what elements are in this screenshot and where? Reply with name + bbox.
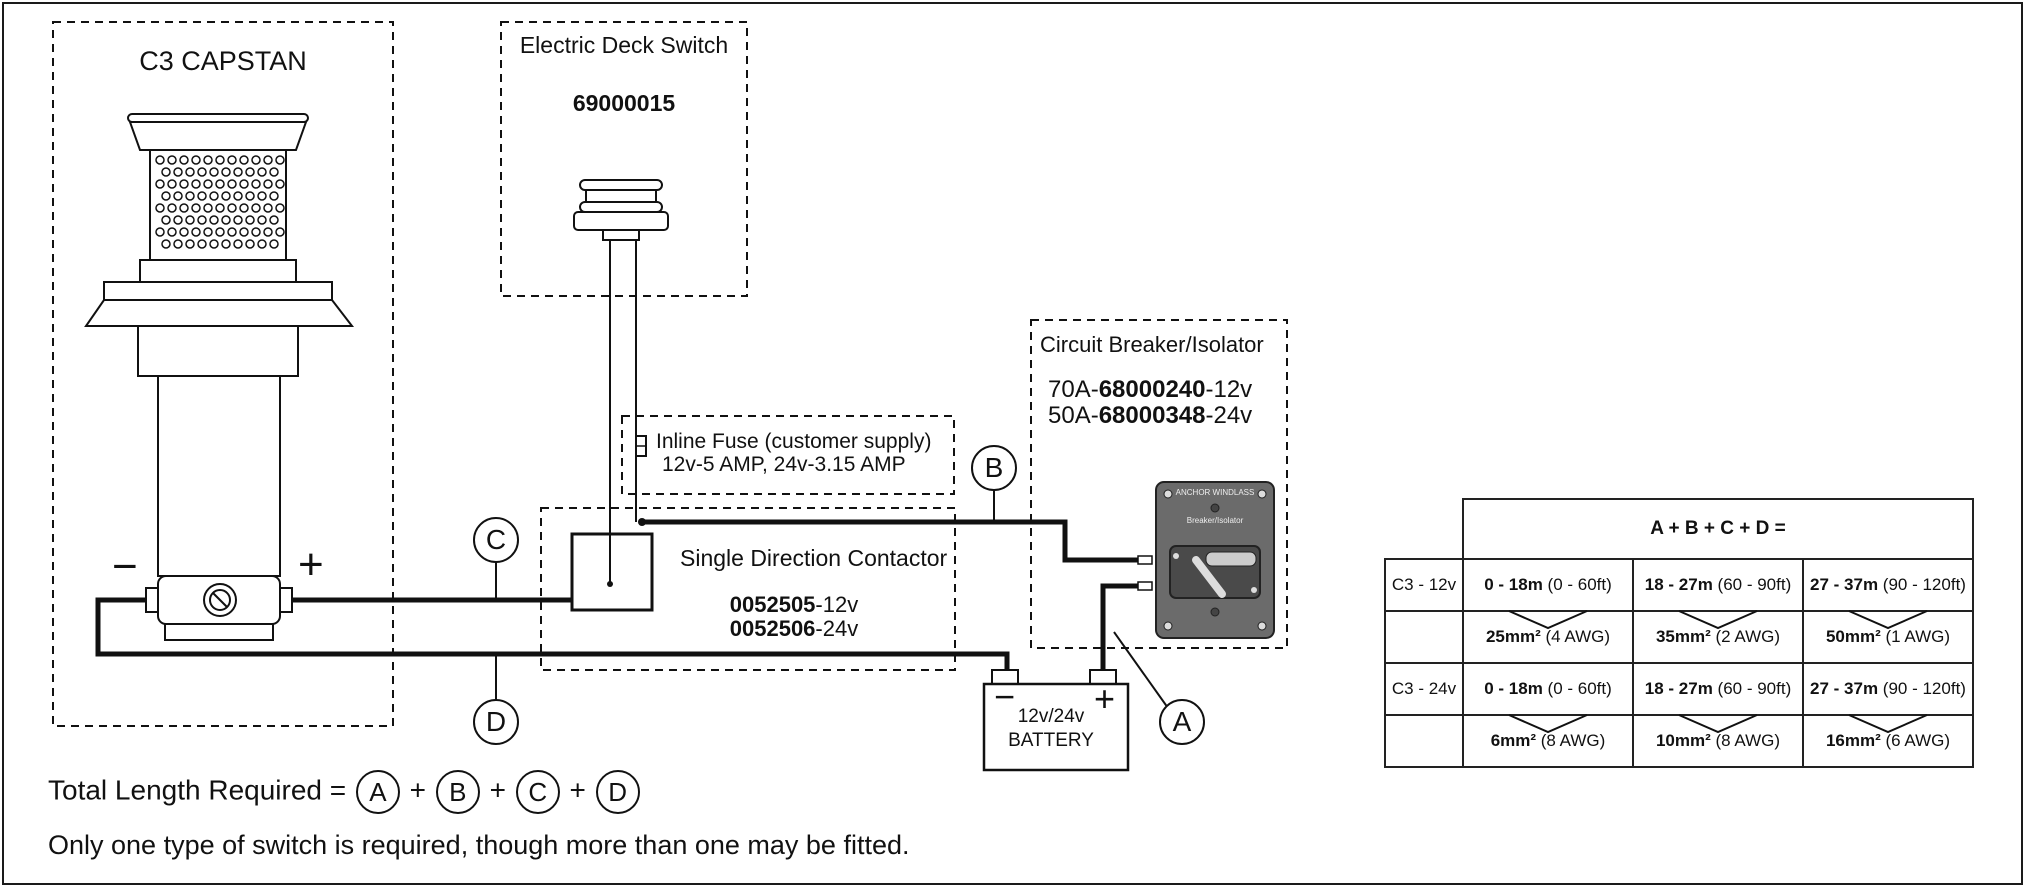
cable-label-d: D xyxy=(485,706,507,737)
contactor-block xyxy=(570,532,654,612)
capstan-title: C3 CAPSTAN xyxy=(139,46,307,76)
cable-label-b-circle xyxy=(971,445,1017,491)
formula-plus-1: + xyxy=(409,774,427,806)
breaker-part-12v: 70A-68000240-12v xyxy=(1048,376,1252,404)
range-cell: 0 - 18m (0 - 60ft) xyxy=(1462,558,1634,612)
total-length-formula: Total Length Required = A + B + C + D xyxy=(48,770,642,814)
deck-switch-part-number: 69000015 xyxy=(572,90,676,116)
breaker-panel-text-1: ANCHOR WINDLASS xyxy=(1175,488,1255,497)
total-length-prefix: Total Length Required = xyxy=(48,774,347,806)
contactor-part-24v: 0052506-24v xyxy=(730,616,858,642)
breaker-12v-prefix: 70A- xyxy=(1048,376,1099,403)
fuse-box xyxy=(621,415,955,495)
breaker-panel-text-2: Breaker/Isolator xyxy=(1186,516,1244,525)
cable-b xyxy=(642,519,1145,563)
cable-label-c-circle xyxy=(473,517,519,563)
capstan-perforation xyxy=(155,155,285,249)
switch-note: Only one type of switch is required, tho… xyxy=(48,830,910,860)
size-cell: 35mm² (2 AWG) xyxy=(1632,610,1804,664)
breaker-box xyxy=(1030,319,1288,649)
size-cell: 10mm² (8 AWG) xyxy=(1632,714,1804,768)
cable-label-d-circle xyxy=(473,699,519,745)
breaker-24v-number: 68000348 xyxy=(1098,402,1206,429)
chevron-down-icon xyxy=(1508,610,1588,630)
contactor-part-12v-number: 0052505 xyxy=(729,592,816,617)
formula-plus-3: + xyxy=(569,774,586,806)
table-row: 25mm² (4 AWG) 35mm² (2 AWG) 50mm² (1 AWG… xyxy=(1384,610,1974,664)
switch-wires xyxy=(609,240,637,584)
cable-label-a: A xyxy=(1172,706,1192,737)
cable-label-a-circle xyxy=(1159,699,1205,745)
breaker-24v-prefix: 50A- xyxy=(1048,402,1099,429)
power-cables xyxy=(95,519,1145,670)
range-cell: 18 - 27m (60 - 90ft) xyxy=(1632,558,1804,612)
capstan-illustration xyxy=(84,113,355,641)
formula-plus-2: + xyxy=(489,774,506,806)
size-cell: 6mm² (8 AWG) xyxy=(1462,714,1634,768)
deck-switch-title: Electric Deck Switch xyxy=(519,32,729,58)
chevron-down-icon xyxy=(1678,714,1758,734)
size-cell: 25mm² (4 AWG) xyxy=(1462,610,1634,664)
table-header-row: A + B + C + D = xyxy=(1385,498,1974,560)
fuse-rating: 12v-5 AMP, 24v-3.15 AMP xyxy=(662,453,906,476)
deck-switch-box xyxy=(500,21,748,297)
chevron-down-icon xyxy=(1848,714,1928,734)
contactor-part-24v-suffix: -24v xyxy=(815,616,859,641)
cable-d xyxy=(95,597,1010,670)
cable-label-c: C xyxy=(485,524,507,555)
breaker-12v-suffix: -12v xyxy=(1205,376,1253,403)
breaker-title: Circuit Breaker/Isolator xyxy=(1040,332,1264,357)
contactor-part-24v-number: 0052506 xyxy=(729,616,816,641)
battery-label: BATTERY xyxy=(1008,730,1094,751)
cable-a xyxy=(1100,583,1145,670)
table-row: C3 - 12v 0 - 18m (0 - 60ft) 18 - 27m (60… xyxy=(1384,558,1974,612)
contactor-title: Single Direction Contactor xyxy=(680,545,948,571)
contactor-part-12v-suffix: -12v xyxy=(815,592,859,617)
battery-illustration xyxy=(982,669,1130,772)
cable-size-table: A + B + C + D = C3 - 12v 0 - 18m (0 - 60… xyxy=(1384,498,1974,768)
range-cell: 0 - 18m (0 - 60ft) xyxy=(1462,662,1634,716)
range-cell: 27 - 37m (90 - 120ft) xyxy=(1802,558,1974,612)
formula-term-d: D xyxy=(595,770,640,814)
range-cell: 27 - 37m (90 - 120ft) xyxy=(1802,662,1974,716)
breaker-part-24v: 50A-68000348-24v xyxy=(1048,402,1252,430)
table-header: A + B + C + D = xyxy=(1462,498,1974,560)
formula-term-c: C xyxy=(515,770,560,814)
chevron-down-icon xyxy=(1678,610,1758,630)
capstan-positive-terminal: + xyxy=(298,540,324,589)
contactor-part-12v: 0052505-12v xyxy=(730,592,858,618)
formula-term-b: B xyxy=(435,770,480,814)
contactor-box xyxy=(540,507,956,671)
size-cell: 50mm² (1 AWG) xyxy=(1802,610,1974,664)
table-row: C3 - 24v 0 - 18m (0 - 60ft) 18 - 27m (60… xyxy=(1384,662,1974,716)
chevron-down-icon xyxy=(1848,610,1928,630)
cable-label-b: B xyxy=(984,452,1004,483)
capstan-box xyxy=(52,21,394,727)
deck-switch-illustration xyxy=(573,179,669,241)
chevron-down-icon xyxy=(1508,714,1588,734)
formula-term-a: A xyxy=(355,770,400,814)
battery-voltage: 12v/24v xyxy=(1017,706,1085,727)
breaker-12v-number: 68000240 xyxy=(1098,376,1206,403)
size-cell: 16mm² (6 AWG) xyxy=(1802,714,1974,768)
row-label-24v: C3 - 24v xyxy=(1384,662,1464,716)
range-cell: 18 - 27m (60 - 90ft) xyxy=(1632,662,1804,716)
capstan-negative-terminal: − xyxy=(112,542,138,591)
battery-positive-sign: + xyxy=(1094,678,1116,719)
breaker-24v-suffix: -24v xyxy=(1205,402,1253,429)
fuse-title: Inline Fuse (customer supply) xyxy=(656,430,932,453)
battery-negative-sign: − xyxy=(994,676,1016,717)
row-label-12v: C3 - 12v xyxy=(1384,558,1464,612)
table-row: 6mm² (8 AWG) 10mm² (8 AWG) 16mm² (6 AWG) xyxy=(1384,714,1974,768)
breaker-panel xyxy=(1137,481,1275,639)
